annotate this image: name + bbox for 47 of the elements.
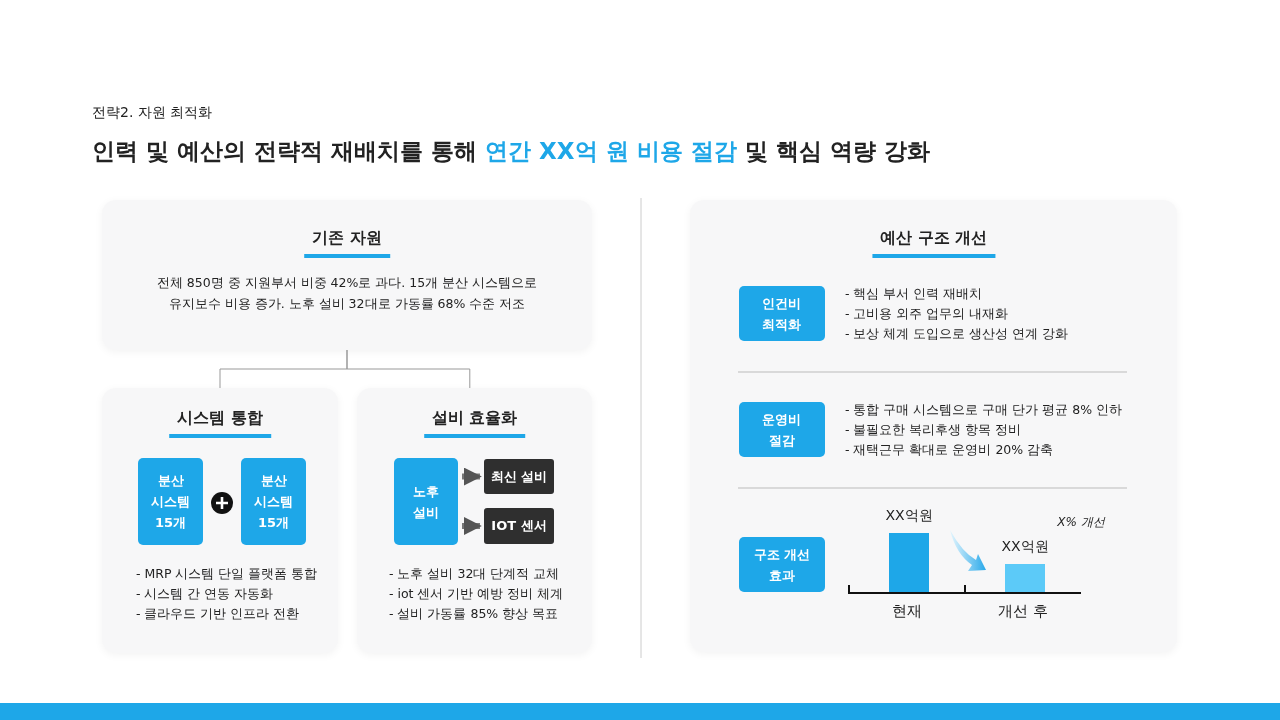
bullet-item: - 설비 가동률 85% 향상 목표 — [389, 605, 559, 623]
chart-label: 개선 후 — [998, 602, 1048, 621]
connector-line — [346, 349, 471, 389]
section-card — [357, 388, 592, 653]
info-box — [394, 458, 458, 545]
arrow — [462, 467, 482, 486]
result-box — [484, 459, 554, 494]
note-text: X% 개선 — [1057, 514, 1105, 531]
section-card — [102, 200, 592, 350]
box-label: 최신 설비 — [490, 467, 548, 486]
section-heading: 예산 구조 개선 — [871, 228, 996, 258]
bullet-item: - iot 센서 기반 예방 정비 체계 — [389, 585, 564, 603]
section-heading: 설비 효율화 — [423, 408, 526, 438]
chart-label: XX억원 — [1001, 538, 1049, 556]
bullet-item: - 불필요한 복리후생 항목 정비 — [845, 421, 1022, 439]
box-label: 노후 설비 — [412, 482, 440, 522]
info-box — [739, 537, 825, 592]
box-label: 구조 개선 효과 — [752, 545, 812, 585]
info-box — [739, 402, 825, 457]
bullet-item: - 핵심 부서 인력 재배치 — [845, 285, 983, 303]
bullet-item: - 고비용 외주 업무의 내재화 — [845, 305, 1009, 323]
box-label: 운영비 절감 — [761, 410, 803, 450]
arrow — [462, 517, 482, 535]
bullet-item: - 재택근무 확대로 운영비 20% 감축 — [845, 441, 1054, 459]
section-heading: 기존 자원 — [304, 228, 390, 258]
info-box — [138, 458, 203, 545]
info-box — [241, 458, 306, 545]
bullet-item: - 클라우드 기반 인프라 전환 — [136, 605, 300, 623]
bullet-item: - 보상 체계 도입으로 생산성 연계 강화 — [845, 325, 1069, 343]
info-box — [739, 286, 825, 341]
section-card — [690, 200, 1177, 652]
bullet-item: - 노후 설비 32대 단계적 교체 — [389, 565, 560, 583]
bullet-item: - 시스템 간 연동 자동화 — [136, 585, 274, 603]
subtitle: 전략2. 자원 최적화 — [92, 104, 213, 122]
result-box — [484, 508, 554, 544]
description-text: 전체 850명 중 지원부서 비중 42%로 과다. 15개 분산 시스템으로 유지보수 비용 증가. 노후 설비 32대로 가동률 68% 수준 저조 — [155, 274, 539, 313]
chart-label: 현재 — [892, 602, 922, 621]
bullet-item: - MRP 시스템 단일 플랫폼 통합 — [136, 565, 318, 583]
chart-label: XX억원 — [885, 507, 933, 525]
page-title: 인력 및 예산의 전략적 재배치를 통해 연간 XX억 원 비용 절감 및 핵심 역량 강화 — [92, 137, 930, 166]
box-label: 분산 시스템 15개 — [150, 472, 191, 532]
section-heading: 시스템 통합 — [169, 408, 271, 438]
section-card — [102, 388, 338, 653]
bullet-item: - 통합 구매 시스템으로 구매 단가 평균 8% 인하 — [845, 401, 1123, 419]
box-label: 인건비 최적화 — [761, 294, 803, 334]
box-label: 분산 시스템 15개 — [253, 472, 294, 532]
box-label: IOT 센서 — [491, 517, 547, 535]
